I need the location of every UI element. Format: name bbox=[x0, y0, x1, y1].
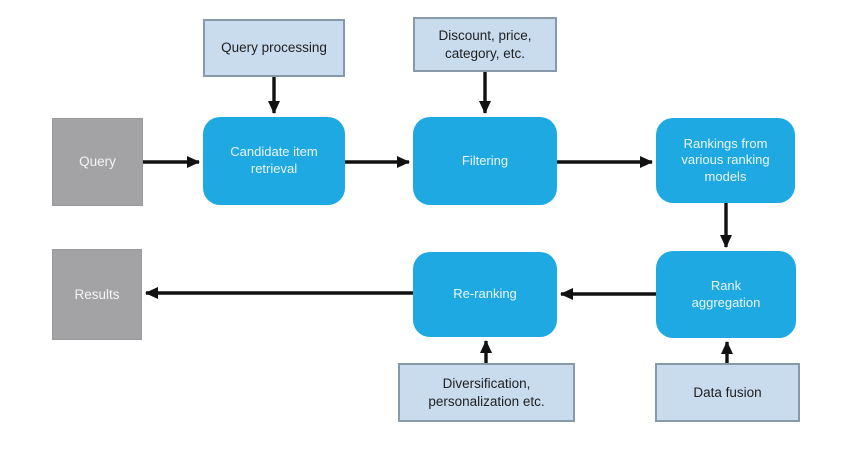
node-query-processing-label: Query processing bbox=[221, 40, 327, 56]
node-re-ranking: Re-ranking bbox=[413, 252, 557, 337]
node-data-fusion: Data fusion bbox=[655, 363, 800, 422]
node-candidate-item-retrieval: Candidate item retrieval bbox=[203, 117, 345, 205]
node-data-fusion-label: Data fusion bbox=[693, 384, 762, 400]
node-rank-aggregation-label: Rank aggregation bbox=[691, 277, 761, 310]
node-query: Query bbox=[52, 118, 143, 206]
node-results-label: Results bbox=[74, 286, 120, 302]
node-query-processing: Query processing bbox=[203, 19, 345, 77]
node-rank-aggregation: Rank aggregation bbox=[656, 251, 796, 338]
node-discount-price-category: Discount, price, category, etc. bbox=[413, 17, 557, 72]
node-diversification: Diversification, personalization etc. bbox=[398, 363, 575, 422]
node-discount-price-category-label: Discount, price, category, etc. bbox=[438, 28, 532, 61]
node-results: Results bbox=[52, 249, 142, 340]
node-candidate-item-retrieval-label: Candidate item retrieval bbox=[230, 144, 318, 176]
node-rankings-from-models: Rankings from various ranking models bbox=[656, 118, 795, 203]
node-filtering: Filtering bbox=[413, 117, 557, 205]
node-rankings-from-models-label: Rankings from various ranking models bbox=[681, 135, 770, 184]
node-query-label: Query bbox=[79, 154, 116, 170]
node-re-ranking-label: Re-ranking bbox=[453, 286, 517, 302]
node-diversification-label: Diversification, personalization etc. bbox=[428, 376, 545, 409]
node-filtering-label: Filtering bbox=[461, 152, 509, 168]
